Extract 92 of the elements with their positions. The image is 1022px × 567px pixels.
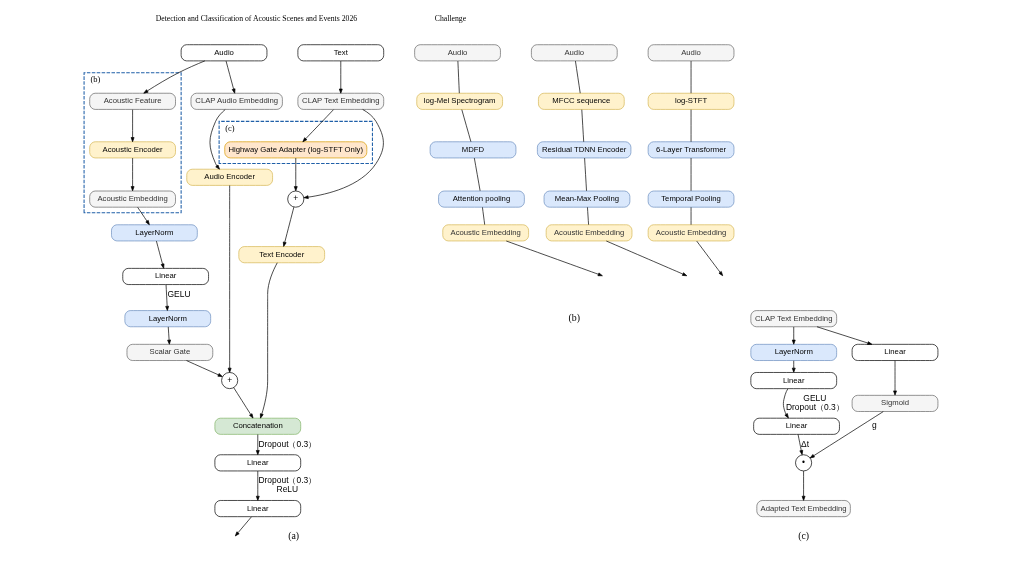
connector xyxy=(581,109,585,143)
node-box: Mean-Max Pooling xyxy=(543,190,631,208)
arrow xyxy=(505,240,603,277)
arrow xyxy=(130,157,135,192)
connector xyxy=(474,157,481,192)
node-box: Linear xyxy=(750,372,837,389)
edge-label: Δt xyxy=(801,438,809,449)
arrow xyxy=(233,387,254,419)
arrow xyxy=(186,360,223,377)
edge-label: GELU xyxy=(167,288,191,299)
arrow xyxy=(225,60,236,94)
node-box: Concatenation xyxy=(214,417,302,435)
node-box: Highway Gate Adapter (log-STFT Only) xyxy=(224,141,368,159)
node-box: Audio xyxy=(531,44,618,62)
node-box: LayerNorm xyxy=(111,224,198,242)
node-box: Acoustic Embedding xyxy=(545,224,633,242)
node-box: Linear xyxy=(122,268,209,285)
label: (b) xyxy=(568,312,581,324)
node-box: CLAP Text Embedding xyxy=(750,310,837,328)
node-box: MDFD xyxy=(429,141,517,159)
label: Challenge xyxy=(434,14,467,24)
connector xyxy=(584,157,587,192)
arrow xyxy=(260,262,278,419)
node-box: Acoustic Embedding xyxy=(89,190,176,208)
arrow xyxy=(696,240,723,277)
arrow xyxy=(797,434,804,456)
arrow xyxy=(137,206,150,226)
connector xyxy=(482,206,486,226)
arrow xyxy=(255,470,260,501)
node-box: CLAP Text Embedding xyxy=(297,92,385,110)
node-box: Text xyxy=(297,44,385,62)
label: (c) xyxy=(798,530,810,542)
node-box: CLAP Audio Embedding xyxy=(190,92,283,110)
node-box: log-Mel Spectrogram xyxy=(416,92,503,110)
arrow xyxy=(227,185,232,373)
node-box: LayerNorm xyxy=(124,310,211,328)
node-box: 6-Layer Transformer xyxy=(647,141,735,159)
edge-label: GELU Dropout（0.3） xyxy=(785,393,844,413)
arrow xyxy=(165,284,169,311)
arrow xyxy=(255,434,260,456)
arrow xyxy=(605,240,688,277)
node-box: Sigmoid xyxy=(851,394,939,412)
arrow xyxy=(783,388,789,419)
node-box: Text Encoder xyxy=(238,246,325,264)
arrow xyxy=(167,326,171,345)
connector xyxy=(457,60,460,94)
node-box: Audio xyxy=(180,44,268,62)
node-box: Acoustic Embedding xyxy=(442,224,529,242)
node-box: Acoustic Encoder xyxy=(89,141,176,159)
node-box: Linear xyxy=(851,344,939,361)
arrow xyxy=(893,360,897,396)
node-box: log-STFT xyxy=(647,92,735,110)
arrow xyxy=(801,470,806,501)
node-box: Linear xyxy=(753,417,840,435)
node-box: Adapted Text Embedding xyxy=(756,500,851,517)
arrow xyxy=(209,109,226,170)
node-box: Acoustic Feature xyxy=(89,92,176,110)
connector xyxy=(461,109,472,143)
arrow xyxy=(156,240,165,269)
arrow xyxy=(293,157,298,192)
arrow xyxy=(791,326,796,345)
arrow xyxy=(303,109,384,199)
node-box: Attention pooling xyxy=(438,190,525,208)
connector xyxy=(587,206,589,226)
arrow xyxy=(338,60,343,94)
node-box: Audio xyxy=(647,44,735,62)
arrow xyxy=(809,411,884,459)
node-box: Linear xyxy=(214,500,302,517)
node-box: Linear xyxy=(214,454,302,472)
arrow xyxy=(282,206,295,247)
arrow xyxy=(234,516,252,537)
arrow xyxy=(791,360,796,373)
node-box: Scalar Gate xyxy=(126,344,214,361)
node-circle: + xyxy=(287,190,305,208)
edge-label: Dropout（0.3） ReLU xyxy=(258,475,317,495)
label: Detection and Classification of Acoustic Scenes and Events 2026 xyxy=(155,14,358,24)
node-box: Temporal Pooling xyxy=(647,190,735,208)
node-box: MFCC sequence xyxy=(538,92,625,110)
node-box: Residual TDNN Encoder xyxy=(537,141,632,159)
node-box: LayerNorm xyxy=(750,344,837,361)
node-circle: + xyxy=(221,372,239,389)
arrow xyxy=(302,109,334,143)
arrow xyxy=(130,109,135,143)
edge-label: Dropout（0.3） xyxy=(258,438,317,449)
node-box: Acoustic Embedding xyxy=(647,224,735,242)
arrow xyxy=(816,326,873,345)
node-box: Audio Encoder xyxy=(186,168,273,186)
arrow xyxy=(143,60,206,94)
connector xyxy=(575,60,581,94)
edge-label: g xyxy=(871,420,877,431)
node-box: Audio xyxy=(414,44,501,62)
label: (a) xyxy=(288,530,300,542)
